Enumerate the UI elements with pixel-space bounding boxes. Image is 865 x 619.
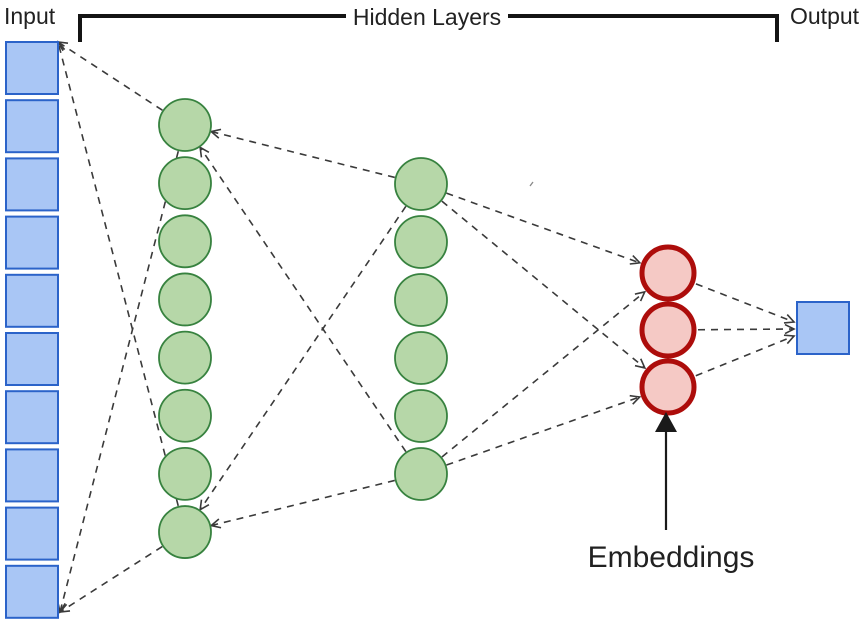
connector-line-h1_bottom-to-input_top — [55, 40, 180, 507]
hidden-layer-2 — [394, 157, 448, 501]
hidden1-node-6 — [158, 388, 212, 443]
embedding-layer — [639, 244, 697, 416]
connector-line-h2_top-to-emb_top — [446, 192, 642, 265]
input-node-6 — [5, 332, 59, 386]
output-label: Output — [790, 3, 860, 29]
stray-mark — [529, 181, 534, 187]
input-node-9 — [5, 506, 59, 561]
connector-line-h2_top-to-emb_bottom — [441, 200, 647, 370]
connector-line-h2_bottom-to-emb_bottom — [446, 394, 642, 466]
embeddings-arrowhead-icon — [655, 412, 677, 432]
connector-line-emb_top-to-out_a — [695, 283, 796, 324]
embedding-node-1 — [639, 244, 697, 302]
embedding-node-3 — [639, 358, 697, 416]
hidden1-node-4 — [158, 272, 212, 327]
input-node-7 — [5, 390, 59, 445]
hidden1-node-7 — [158, 446, 212, 501]
connector-line-emb_mid-to-out_b — [697, 323, 796, 335]
hidden1-node-8 — [158, 505, 212, 559]
hidden2-node-5 — [394, 389, 448, 443]
embeddings-annotation: Embeddings — [588, 412, 755, 574]
connector-line-emb_bottom-to-out_c — [695, 334, 796, 377]
hidden2-node-2 — [394, 215, 448, 269]
connector-line-h2_top-to-h1_bottom — [199, 205, 407, 512]
hidden2-node-4 — [394, 331, 448, 385]
hidden-layers-bracket — [78, 14, 779, 42]
connector-line-h1_top-to-input_bottom — [57, 150, 180, 614]
connector-line-h2_top-to-h1_top — [209, 128, 396, 179]
connector-line-h2_bottom-to-h1_bottom — [209, 479, 395, 529]
input-node-3 — [5, 157, 59, 212]
input-layer — [5, 41, 59, 619]
hidden1-node-5 — [158, 330, 212, 385]
connector-line-h1_bottom-to-input_bottom — [58, 545, 163, 613]
input-node-2 — [5, 99, 59, 154]
hidden1-node-3 — [158, 214, 212, 269]
embeddings-label: Embeddings — [588, 541, 755, 574]
connector-line-h2_bottom-to-h1_top — [199, 145, 407, 453]
input-node-10 — [5, 564, 59, 619]
input-node-8 — [5, 448, 59, 503]
input-node-1 — [5, 41, 59, 95]
hidden-layers-label: Hidden Layers — [353, 4, 501, 30]
hidden-layer-1 — [158, 98, 212, 559]
input-node-5 — [5, 273, 59, 328]
hidden1-node-1 — [158, 98, 212, 152]
hidden2-node-1 — [394, 157, 448, 211]
hidden2-node-6 — [394, 447, 448, 501]
connector-lines — [55, 40, 796, 614]
input-node-4 — [5, 215, 59, 270]
hidden1-node-2 — [158, 156, 212, 211]
embedding-node-2 — [639, 301, 697, 359]
connector-line-h2_bottom-to-emb_top — [441, 290, 647, 458]
output-node — [796, 301, 850, 355]
hidden2-node-3 — [394, 273, 448, 327]
input-label: Input — [4, 3, 56, 29]
